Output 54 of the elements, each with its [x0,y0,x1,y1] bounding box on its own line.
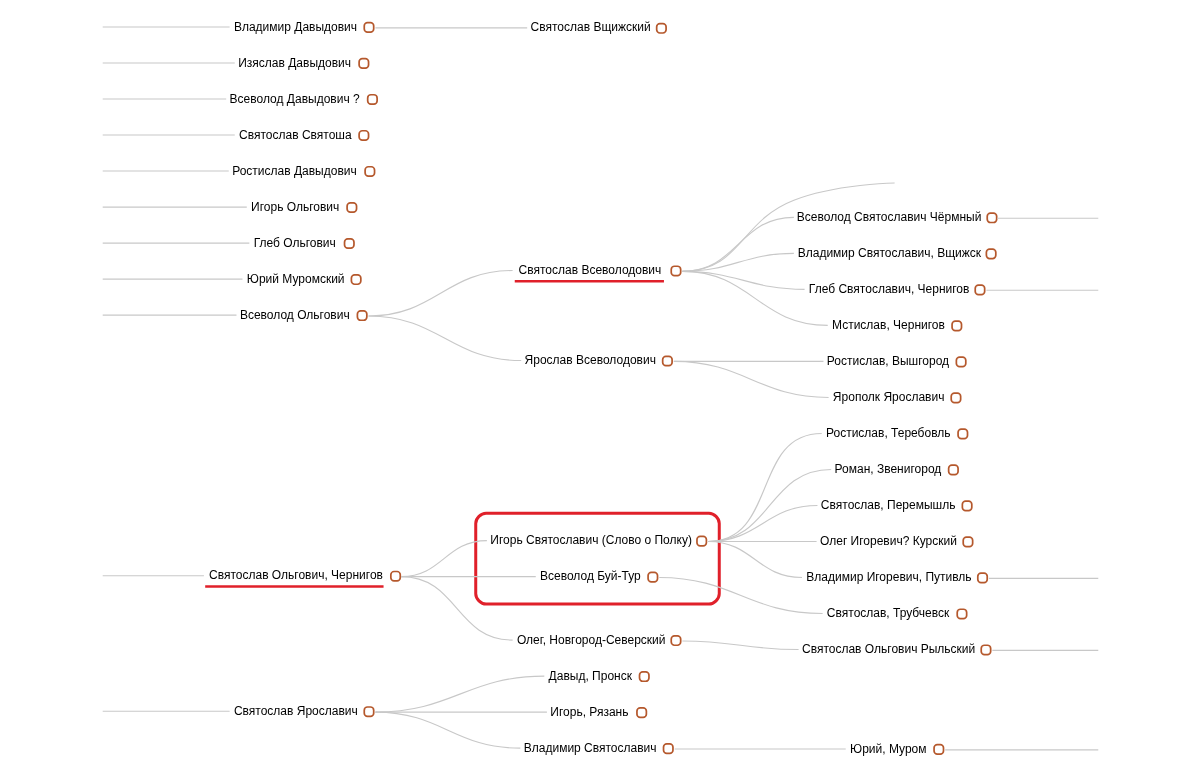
connector [681,182,895,272]
node-label: Святослав Ярославич [233,703,358,718]
connector [374,27,528,29]
connector [681,640,799,651]
connector [672,360,824,362]
node-label: Давыд, Пронск [548,668,632,683]
connector [672,360,829,398]
connector [944,749,1099,751]
node-label: Святослав Святоша [238,127,352,142]
connector [101,314,237,316]
node-label: Владимир Святославич [523,740,657,755]
node-label: Святослав Вщижский [530,20,651,35]
connector [681,216,794,272]
connector [374,675,545,713]
connector [658,576,823,615]
node-label: Всеволод Давыдович ? [229,91,360,106]
node-label: Владимир Святославич, Вщижск [797,245,981,260]
connector [985,289,1099,291]
connector [996,217,1099,219]
node-label: Глеб Ольгович [253,235,336,250]
node-label: Глеб Святославич, Чернигов [808,281,969,296]
cluster [473,511,721,606]
node-label: Олег Игоревич? Курский [819,534,957,549]
node-label: Ярополк Ярославич [832,390,944,405]
node-label: Ростислав Давыдович [231,163,357,178]
node-label: Олег, Новгород-Северский [516,632,666,647]
node-label: Изяслав Давыдович [237,55,351,70]
connector [987,577,1099,579]
connector [101,710,230,712]
connector [101,575,204,577]
node-label: Игорь, Рязань [549,704,629,719]
node-label: Роман, Звенигород [834,462,941,477]
node-label: Всеволод Ольгович [239,307,350,322]
node-label: Юрий Муромский [246,271,345,286]
node-label: Святослав, Перемышль [820,498,955,513]
node-label: Ярослав Всеволодович [524,353,656,368]
connector [101,206,247,208]
node-label: Ростислав, Теребовль [825,426,951,441]
node-label: Ростислав, Вышгород [826,354,949,369]
node-label: Всеволод Буй-Тур [539,569,641,584]
connector [991,649,1099,651]
node-label: Всеволод Святославич Чёрмный [796,209,981,224]
node-label: Игорь Святославич (Слово о Полку) [489,533,692,548]
connector [101,278,243,280]
node-label: Юрий, Муром [849,741,926,756]
node-label: Владимир Игоревич, Путивль [805,570,972,585]
connector [400,576,513,641]
node-label: Святослав Ольгович Рыльский [801,642,975,657]
connector [367,269,513,317]
node-label: Игорь Ольгович [250,199,339,214]
node-label: Владимир Давыдович [233,19,357,34]
node-label: Святослав, Трубчевск [826,606,949,621]
node-label: Мстислав, Чернигов [831,318,945,332]
connector [101,242,250,244]
